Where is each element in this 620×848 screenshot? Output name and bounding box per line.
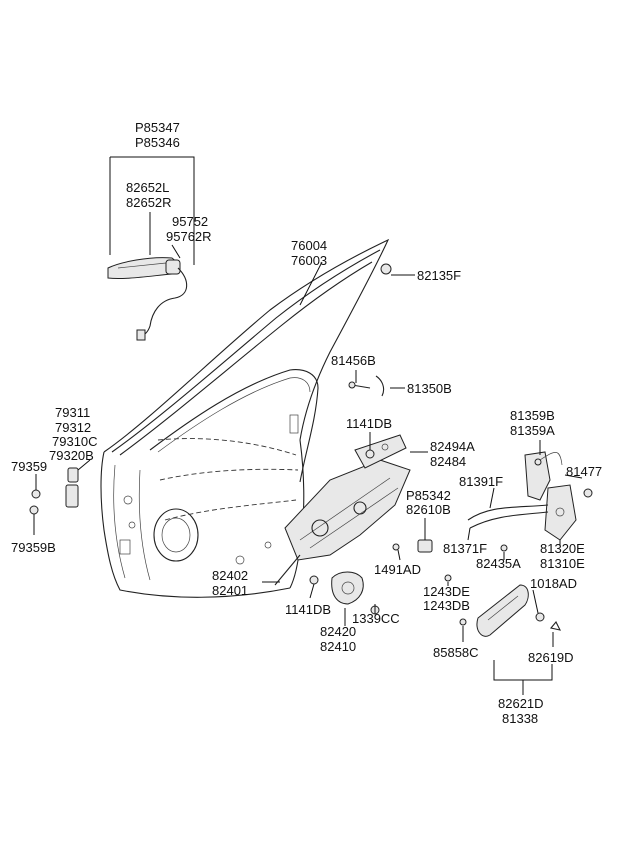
label-82619d: 82619D <box>528 650 574 665</box>
label-82402: 82402 <box>212 568 248 583</box>
label-79359b: 79359B <box>11 540 56 555</box>
label-95752: 95752 <box>172 214 208 229</box>
door-hinge <box>65 467 79 508</box>
label-95762r: 95762R <box>166 229 212 244</box>
label-1243db: 1243DB <box>423 598 470 613</box>
label-1491ad: 1491AD <box>374 562 421 577</box>
label-81456b: 81456B <box>331 353 376 368</box>
label-81359a: 81359A <box>510 423 555 438</box>
label-82494a: 82494A <box>430 439 475 454</box>
label-79311: 79311 <box>55 405 90 420</box>
label-81320e: 81320E <box>540 541 585 556</box>
label-82410: 82410 <box>320 639 356 654</box>
door-panel <box>100 238 390 598</box>
label-81371f: 81371F <box>443 541 487 556</box>
label-81350b: 81350B <box>407 381 452 396</box>
label-81391f: 81391F <box>459 474 503 489</box>
label-p85347: P85347 <box>135 120 180 135</box>
label-82652r: 82652R <box>126 195 172 210</box>
label-p85346: P85346 <box>135 135 180 150</box>
leader-lines <box>33 156 583 695</box>
door-latch-assembly <box>467 451 577 541</box>
label-p85342: P85342 <box>406 488 451 503</box>
label-76004: 76004 <box>291 238 327 253</box>
label-82435a: 82435A <box>476 556 521 571</box>
fasteners <box>29 263 593 631</box>
label-82610b: 82610B <box>406 502 451 517</box>
label-82420: 82420 <box>320 624 356 639</box>
label-79320b: 79320B <box>49 448 94 463</box>
window-regulator <box>274 459 411 605</box>
label-81359b: 81359B <box>510 408 555 423</box>
label-76003: 76003 <box>291 253 327 268</box>
label-81338: 81338 <box>502 711 538 726</box>
label-82401: 82401 <box>212 583 248 598</box>
label-85858c: 85858C <box>433 645 479 660</box>
label-1141db-top: 1141DB <box>346 416 392 431</box>
part-labels: P85347 P85346 82652L 82652R 95752 95762R… <box>11 120 602 726</box>
label-81477: 81477 <box>566 464 602 479</box>
outside-handle-assembly <box>107 257 188 341</box>
label-82484: 82484 <box>430 454 466 469</box>
label-81310e: 81310E <box>540 556 585 571</box>
label-82652l: 82652L <box>126 180 169 195</box>
label-79310c: 79310C <box>52 434 98 449</box>
label-1018ad: 1018AD <box>530 576 577 591</box>
inside-handle-cover <box>476 584 529 637</box>
label-79359: 79359 <box>11 459 47 474</box>
label-1339cc: 1339CC <box>352 611 400 626</box>
label-1243de: 1243DE <box>423 584 470 599</box>
label-79312: 79312 <box>55 420 91 435</box>
label-82621d: 82621D <box>498 696 544 711</box>
label-82135f: 82135F <box>417 268 461 283</box>
bracket-82494a <box>354 434 407 469</box>
label-1141db-bot: 1141DB <box>285 602 331 617</box>
